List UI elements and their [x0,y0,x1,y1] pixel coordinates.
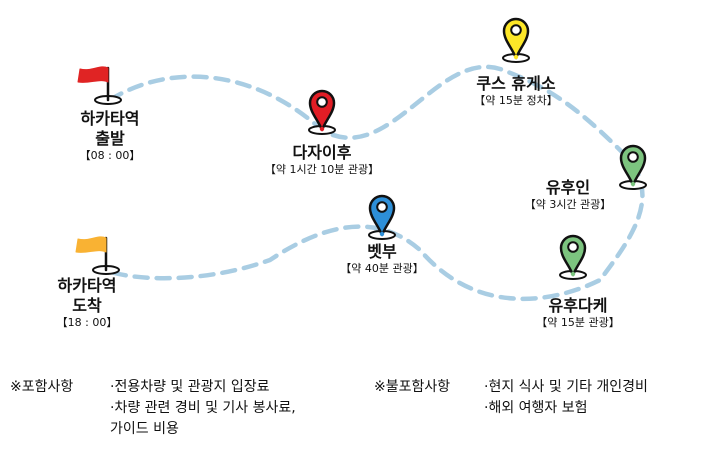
stop-label-kusu: 쿠스 휴게소 【약 15분 정차】 [474,74,557,108]
stop-name: 하카타역 [80,109,140,128]
stop-note: 【18 : 00】 [56,316,118,329]
red-flag-icon [77,66,122,105]
stop-note: 【약 40분 관광】 [340,262,424,275]
stop-label-start: 하카타역 출발 【08 : 00】 [80,109,141,163]
included-items: ·전용차량 및 관광지 입장료 ·차량 관련 경비 및 기사 봉사료, 가이드 … [110,377,296,440]
excluded-item: ·현지 식사 및 기타 개인경비 [484,379,648,395]
yellow-map-pin-icon [502,17,530,63]
green-map-pin-icon [559,234,587,280]
orange-flag-icon [75,236,120,275]
stop-name: 도착 [72,296,102,315]
stop-label-dazaifu: 다자이후 【약 1시간 10분 관광】 [265,143,379,177]
stop-label-beppu: 벳부 【약 40분 관광】 [340,242,423,276]
included-notes: ※포함사항 ·전용차량 및 관광지 입장료 ·차량 관련 경비 및 기사 봉사료… [10,377,350,447]
excluded-heading: ※불포함사항 [374,379,451,395]
stop-note: 【약 15분 정차】 [474,94,558,107]
stop-note: 【약 1시간 10분 관광】 [264,163,380,176]
stop-name: 출발 [95,129,125,148]
excluded-items: ·현지 식사 및 기타 개인경비 ·해외 여행자 보험 [484,377,648,419]
stop-name: 다자이후 [292,143,352,162]
stop-name: 하카타역 [57,276,117,295]
stop-label-yufuin: 유후인 【약 3시간 관광】 [525,178,612,212]
stop-name: 유후다케 [548,296,608,315]
excluded-item: ·해외 여행자 보험 [484,400,588,416]
red-map-pin-icon [308,89,336,135]
stop-label-yufudake: 유후다케 【약 15분 관광】 [536,296,619,330]
blue-map-pin-icon [368,194,396,240]
stop-note: 【약 3시간 관광】 [524,198,612,211]
stop-name: 유후인 [545,178,591,197]
stop-name: 쿠스 휴게소 [476,74,556,93]
stop-note: 【08 : 00】 [79,149,141,162]
included-heading: ※포함사항 [10,379,74,395]
excluded-notes: ※불포함사항 ·현지 식사 및 기타 개인경비 ·해외 여행자 보험 [374,377,694,427]
included-item: ·전용차량 및 관광지 입장료 [110,379,270,395]
included-item: ·차량 관련 경비 및 기사 봉사료, [110,400,296,416]
included-item: 가이드 비용 [110,421,179,437]
green-map-pin-icon [619,144,647,190]
stop-name: 벳부 [367,242,397,261]
stop-note: 【약 15분 관광】 [536,316,620,329]
stop-label-end: 하카타역 도착 【18 : 00】 [57,276,118,330]
